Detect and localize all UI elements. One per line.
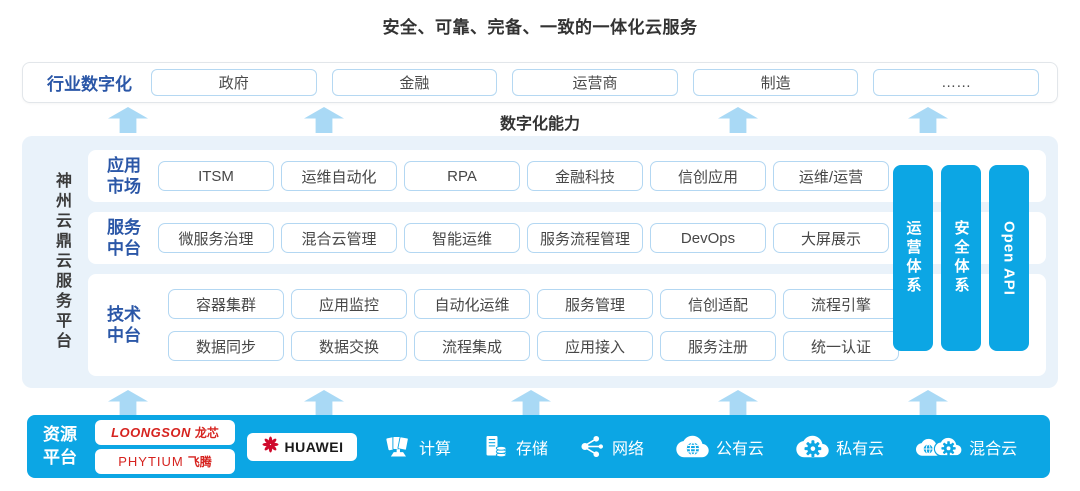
capability-box: RPA: [404, 161, 520, 191]
capability-box: 金融科技: [527, 161, 643, 191]
capability-box: 统一认证: [783, 331, 899, 361]
row-boxes: 容器集群 应用监控 自动化运维 服务管理 信创适配 流程引擎: [168, 289, 906, 319]
capability-box: 流程引擎: [783, 289, 899, 319]
service-label: 存储: [516, 440, 549, 458]
resource-label-line: 资源: [43, 424, 77, 444]
capability-box: 智能运维: [404, 223, 520, 253]
service-label: 计算: [419, 440, 452, 458]
storage-icon: [483, 434, 509, 459]
service-label: 网络: [612, 440, 645, 458]
bar-operation-system: 运营体系: [893, 165, 933, 351]
industry-item-operator: 运营商: [512, 69, 678, 96]
industry-item-government: 政府: [151, 69, 317, 96]
service-private-cloud: 私有云: [796, 433, 884, 460]
row-label: 服务 中台: [100, 217, 148, 260]
service-label: 混合云: [969, 440, 1018, 458]
up-arrow: [108, 390, 148, 416]
bar-open-api: Open API: [989, 165, 1029, 351]
resource-platform-bar: 资源 平台 LOONGSON 龙芯 PHYTIUM 飞腾: [27, 415, 1050, 478]
capability-box: 大屏展示: [773, 223, 889, 253]
phytium-cn-text: 飞腾: [187, 454, 212, 469]
service-public-cloud: 公有云: [676, 433, 764, 460]
row-label-line: 市场: [107, 177, 141, 196]
huawei-wordmark: HUAWEI: [284, 438, 344, 455]
up-arrow: [908, 107, 948, 133]
public-cloud-icon: [676, 433, 709, 460]
capability-box: 服务流程管理: [527, 223, 643, 253]
capability-box: 容器集群: [168, 289, 284, 319]
row-label-line: 应用: [107, 155, 141, 175]
capability-box: 数据交换: [291, 331, 407, 361]
resource-label-line: 平台: [43, 447, 77, 467]
service-hybrid-cloud: 混合云: [916, 433, 1017, 460]
platform-side-label: 神州云鼎云服务平台: [53, 172, 70, 352]
hybrid-cloud-icon: [916, 433, 963, 460]
up-arrow: [908, 390, 948, 416]
capability-box: 信创适配: [660, 289, 776, 319]
capability-box: 数据同步: [168, 331, 284, 361]
industry-item-manufacturing: 制造: [692, 69, 859, 96]
up-arrow: [718, 107, 758, 133]
page-title: 安全、可靠、完备、一致的一体化云服务: [382, 18, 698, 37]
vendor-logos: LOONGSON 龙芯 PHYTIUM 飞腾: [95, 419, 235, 474]
resource-platform-label: 资源 平台: [43, 424, 77, 470]
row-application-market: 应用 市场 ITSM 运维自动化 RPA 金融科技 信创应用 运维/运营: [88, 150, 1046, 202]
row-label-line: 中台: [107, 326, 141, 345]
loongson-cn-text: 龙芯: [194, 425, 219, 440]
capability-box: 混合云管理: [281, 223, 397, 253]
capability-box: ITSM: [158, 161, 274, 191]
service-storage: 存储: [483, 434, 548, 459]
capability-box: 信创应用: [650, 161, 766, 191]
up-arrow: [511, 390, 551, 416]
bar-security-system: 安全体系: [941, 165, 981, 351]
service-label: 公有云: [716, 440, 765, 458]
row-label: 应用 市场: [100, 155, 148, 198]
loongson-wordmark: LOONGSON: [111, 424, 191, 440]
capability-box: 应用接入: [537, 331, 653, 361]
row-technology-platform: 技术 中台 容器集群 应用监控 自动化运维 服务管理 信创适配 流程引擎 数据同…: [88, 274, 1046, 376]
network-icon: [580, 434, 605, 459]
up-arrow: [108, 107, 148, 133]
up-arrow: [304, 107, 344, 133]
row-label-line: 技术: [107, 304, 141, 324]
row-boxes: 数据同步 数据交换 流程集成 应用接入 服务注册 统一认证: [168, 331, 906, 361]
capability-box: 应用监控: [291, 289, 407, 319]
compute-icon: [385, 434, 412, 459]
loongson-logo: LOONGSON 龙芯: [95, 419, 235, 445]
huawei-flower-icon: [261, 435, 280, 459]
row-lines: 容器集群 应用监控 自动化运维 服务管理 信创适配 流程引擎 数据同步 数据交换…: [158, 289, 906, 361]
capability-box: 服务注册: [660, 331, 776, 361]
industry-row-label: 行业数字化: [47, 75, 132, 94]
up-arrow: [304, 390, 344, 416]
capability-box: DevOps: [650, 223, 766, 253]
industry-item-more: ……: [873, 69, 1039, 96]
phytium-logo: PHYTIUM 飞腾: [95, 448, 235, 474]
phytium-wordmark: PHYTIUM: [118, 453, 184, 469]
private-cloud-icon: [796, 433, 829, 460]
industry-items: 政府 金融 运营商 制造 ……: [151, 69, 1039, 96]
capability-box: 运维自动化: [281, 161, 397, 191]
resource-services: 计算: [385, 433, 1017, 460]
up-arrow: [718, 390, 758, 416]
industry-item-finance: 金融: [331, 69, 498, 96]
service-network: 网络: [580, 434, 644, 459]
huawei-logo: HUAWEI: [247, 432, 357, 461]
row-label: 技术 中台: [100, 304, 148, 347]
row-boxes: 微服务治理 混合云管理 智能运维 服务流程管理 DevOps 大屏展示: [158, 223, 896, 253]
service-compute: 计算: [385, 434, 451, 459]
row-label-line: 服务: [107, 217, 141, 237]
capability-box: 自动化运维: [414, 289, 530, 319]
row-service-platform: 服务 中台 微服务治理 混合云管理 智能运维 服务流程管理 DevOps 大屏展…: [88, 212, 1046, 264]
row-label-line: 中台: [107, 239, 141, 258]
capability-box: 服务管理: [537, 289, 653, 319]
industry-row: 行业数字化 政府 金融 运营商 制造 ……: [22, 62, 1058, 103]
capability-box: 微服务治理: [158, 223, 274, 253]
capability-box: 流程集成: [414, 331, 530, 361]
capability-box: 运维/运营: [773, 161, 889, 191]
row-boxes: ITSM 运维自动化 RPA 金融科技 信创应用 运维/运营: [158, 161, 896, 191]
service-label: 私有云: [836, 440, 885, 458]
